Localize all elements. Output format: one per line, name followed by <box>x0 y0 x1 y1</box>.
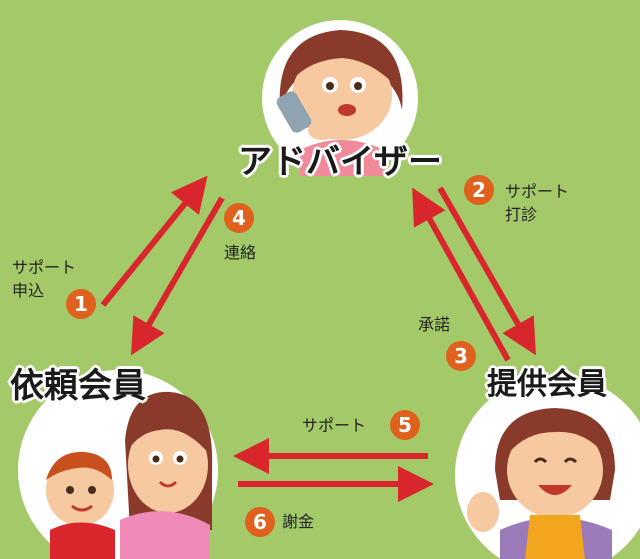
step-1-label-line2: 申込 <box>12 281 45 300</box>
step-3-badge: 3 <box>446 341 476 371</box>
arrow-step-2 <box>437 186 536 356</box>
step-6-label: 謝金 <box>282 512 315 531</box>
adviser-title: アドバイザー <box>238 142 442 182</box>
step-2-badge: 2 <box>464 175 494 205</box>
step-2-label-line1: サポート <box>505 182 570 201</box>
step-5-label: サポート <box>302 416 367 435</box>
provider-title: 提供会員 <box>487 367 607 402</box>
arrow-step-1 <box>100 175 208 307</box>
step-1-label-line1: サポート <box>12 258 77 277</box>
step-3-label: 承諾 <box>418 315 451 334</box>
step-6-badge: 6 <box>245 507 275 537</box>
requester-illustration <box>46 391 213 559</box>
step-2-label-line2: 打診 <box>505 205 538 224</box>
arrow-step-4 <box>130 196 225 356</box>
requester-title: 依頼会員 <box>10 366 146 406</box>
provider-illustration <box>467 408 615 559</box>
arrow-step-3 <box>412 187 511 362</box>
adviser-illustration <box>276 30 403 176</box>
step-4-badge: 4 <box>224 203 254 233</box>
step-1-badge: 1 <box>66 289 96 319</box>
step-4-label: 連絡 <box>224 243 257 262</box>
step-5-badge: 5 <box>390 410 420 440</box>
